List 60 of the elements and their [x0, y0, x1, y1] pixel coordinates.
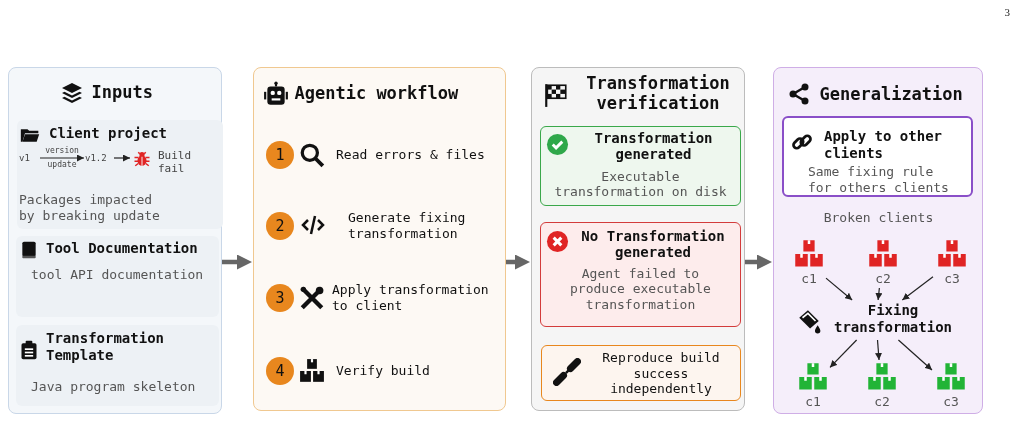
card-description: tool API documentation — [31, 267, 205, 283]
step-text: Generate fixing transformation — [348, 210, 467, 242]
panel — [773, 67, 983, 414]
panel-title: Generalization — [819, 83, 964, 104]
card-heading: Apply to other clients — [824, 128, 943, 162]
arrow — [745, 254, 772, 270]
panel-title: Transformation verification — [585, 72, 731, 114]
card-description: Executable transformation on disk — [553, 168, 728, 200]
card-heading: Tool Documentation — [46, 240, 199, 257]
card-heading: No Transformation generated — [580, 227, 726, 262]
panel — [531, 67, 745, 411]
edge-label: version update — [44, 145, 80, 171]
client-label: c2 — [873, 394, 891, 410]
client-label: c3 — [942, 394, 960, 410]
panel-title: Agentic workflow — [294, 82, 460, 103]
process-label: Fixing transformation — [833, 302, 953, 336]
status-card — [782, 116, 973, 197]
info-card — [17, 120, 223, 229]
client-label: c3 — [943, 271, 961, 287]
arrow — [829, 339, 858, 369]
step-text: Verify build — [336, 362, 431, 379]
arrow — [897, 339, 933, 371]
section-label: Broken clients — [822, 210, 935, 226]
version-label: v1.2 — [85, 153, 108, 164]
card-description: Same fixing rule for others clients — [808, 164, 950, 196]
card-heading: Transformation generated — [593, 129, 714, 164]
step-number: 1 — [266, 141, 294, 169]
arrow — [39, 154, 85, 162]
step-number: 2 — [266, 212, 294, 240]
step-number: 3 — [266, 284, 294, 312]
status-card — [541, 345, 741, 401]
step-text: Apply transformation to client — [332, 282, 490, 314]
arrow — [875, 287, 883, 301]
client-label: c1 — [800, 271, 818, 287]
status-card — [540, 222, 741, 327]
arrow — [222, 254, 252, 270]
client-label: c1 — [804, 394, 822, 410]
panel — [253, 67, 506, 411]
panel — [8, 67, 222, 414]
version-label: v1 — [19, 153, 31, 164]
card-heading: Transformation Template — [46, 330, 165, 364]
client-label: c2 — [874, 271, 892, 287]
step-number: 4 — [266, 356, 294, 385]
arrow — [825, 277, 853, 301]
page-number: 3 — [1003, 6, 1010, 20]
panel-title: Inputs — [91, 81, 154, 102]
card-description: Java program skeleton — [31, 379, 197, 395]
info-card — [16, 325, 219, 406]
arrow — [901, 276, 934, 301]
info-card — [16, 236, 219, 317]
arrow — [875, 339, 882, 361]
status-card — [540, 126, 741, 206]
build-status-label: Build fail — [158, 149, 193, 176]
card-description: Agent failed to produce executable transformation — [569, 265, 712, 313]
arrow — [113, 154, 131, 162]
card-text: Reproduce build success independently — [601, 349, 721, 397]
arrow — [506, 254, 530, 270]
step-text: Read errors & files — [336, 147, 486, 163]
card-heading: Client project — [49, 125, 168, 142]
card-description: Packages impacted by breaking update — [19, 192, 161, 224]
